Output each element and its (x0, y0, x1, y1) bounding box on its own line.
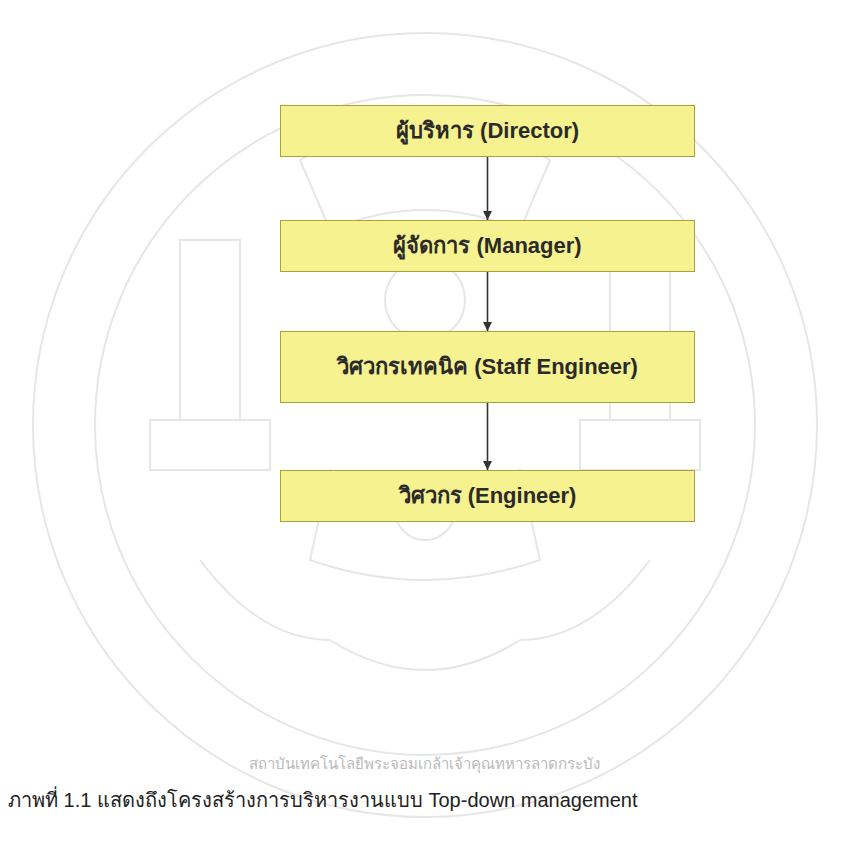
hierarchy-arrow (487, 403, 489, 470)
process-box: ผู้จัดการ (Manager) (280, 220, 695, 272)
process-box: วิศวกรเทคนิค (Staff Engineer) (280, 331, 695, 403)
watermark-text: สถาบันเทคโนโลยีพระจอมเกล้าเจ้าคุณทหารลาด… (0, 752, 849, 776)
figure-caption: ภาพที่ 1.1 แสดงถึงโครงสร้างการบริหารงานแ… (8, 784, 638, 816)
process-box: วิศวกร (Engineer) (280, 470, 695, 522)
hierarchy-arrow (487, 272, 489, 331)
box-label: ผู้บริหาร (Director) (382, 109, 593, 154)
box-label: วิศวกร (Engineer) (385, 474, 591, 519)
box-label: ผู้จัดการ (Manager) (379, 224, 595, 269)
box-label: วิศวกรเทคนิค (Staff Engineer) (323, 345, 652, 390)
process-box: ผู้บริหาร (Director) (280, 105, 695, 157)
hierarchy-arrow (487, 157, 489, 220)
